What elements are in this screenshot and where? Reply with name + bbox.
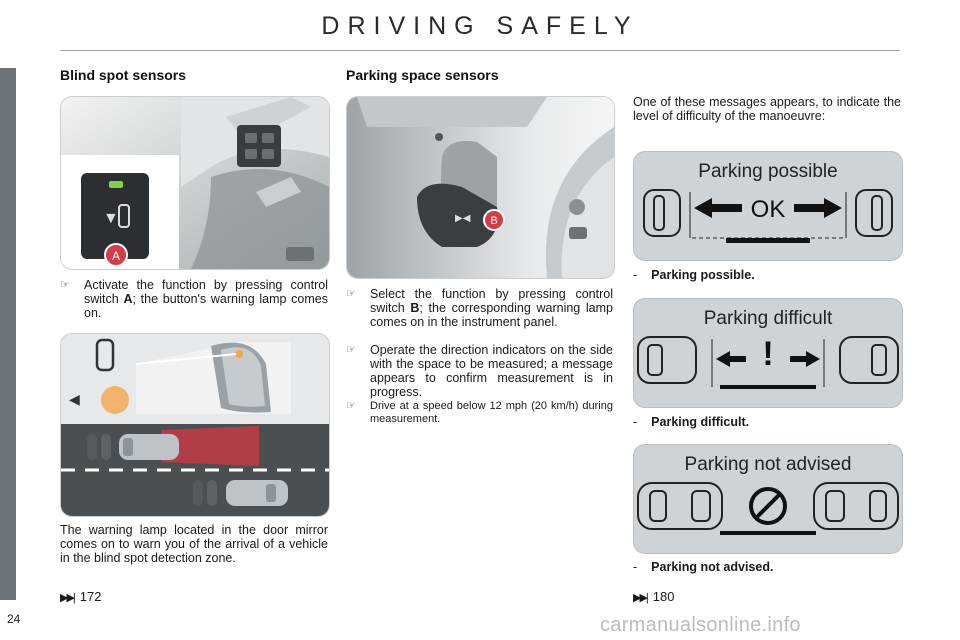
switch-a-label: A [112, 249, 120, 263]
watermark: carmanualsonline.info [600, 614, 801, 636]
parking-difficult-panel: Parking difficult ! [633, 298, 903, 408]
svg-text:◀: ◀ [69, 391, 80, 407]
parking-possible-caption: -Parking possible. [633, 268, 755, 282]
door-switch-illustration: ▼ A [60, 96, 330, 270]
title-rule [60, 50, 900, 51]
parking-not-advised-caption: -Parking not advised. [633, 560, 774, 574]
parking-bullet-speed: ☞ Drive at a speed below 12 mph (20 km/h… [346, 400, 613, 425]
steering-switch-illustration: ▶◀ B [346, 96, 615, 279]
parking-possible-title: Parking possible [698, 161, 838, 182]
ok-symbol: OK [750, 196, 786, 223]
green-lamp [109, 181, 123, 188]
pointing-finger-icon: ☞ [346, 400, 356, 412]
pointing-finger-icon: ☞ [60, 279, 70, 291]
parking-bullet-indicators: ☞ Operate the direction indicators on th… [346, 343, 613, 399]
svg-text:▼: ▼ [103, 210, 119, 227]
blind-spot-warning-text: The warning lamp located in the door mir… [60, 523, 328, 565]
parking-difficult-title: Parking difficult [703, 308, 833, 329]
page-number: 24 [7, 612, 21, 626]
parking-bullet-select: ☞ Select the function by pressing contro… [346, 287, 613, 329]
parking-intro-text: One of these messages appears, to indica… [633, 95, 901, 123]
blind-spot-heading: Blind spot sensors [60, 67, 187, 83]
pointing-finger-icon: ☞ [346, 344, 356, 356]
parking-not-advised-title: Parking not advised [684, 454, 852, 475]
blind-spot-page-ref: ▶▶|172 [60, 589, 102, 604]
parking-possible-panel: Parking possible OK [633, 151, 903, 261]
fast-forward-icon: ▶▶| [60, 592, 76, 604]
parking-not-advised-panel: Parking not advised [633, 444, 903, 554]
blind-spot-bullet: ☞ Activate the function by pressing cont… [60, 278, 328, 320]
blind-spot-road-illustration: ◀ [60, 333, 330, 517]
warning-exclamation-symbol: ! [762, 335, 774, 373]
switch-b-label: B [490, 215, 497, 227]
parking-difficult-caption: -Parking difficult. [633, 415, 750, 429]
fast-forward-icon: ▶▶| [633, 592, 649, 604]
parking-sensors-heading: Parking space sensors [346, 67, 499, 83]
pointing-finger-icon: ☞ [346, 288, 356, 300]
page-title: DRIVING SAFELY [321, 12, 639, 40]
parking-page-ref: ▶▶|180 [633, 589, 675, 604]
svg-text:▶◀: ▶◀ [455, 213, 471, 224]
no-entry-icon [749, 487, 787, 525]
page-edge-tab [0, 68, 16, 600]
